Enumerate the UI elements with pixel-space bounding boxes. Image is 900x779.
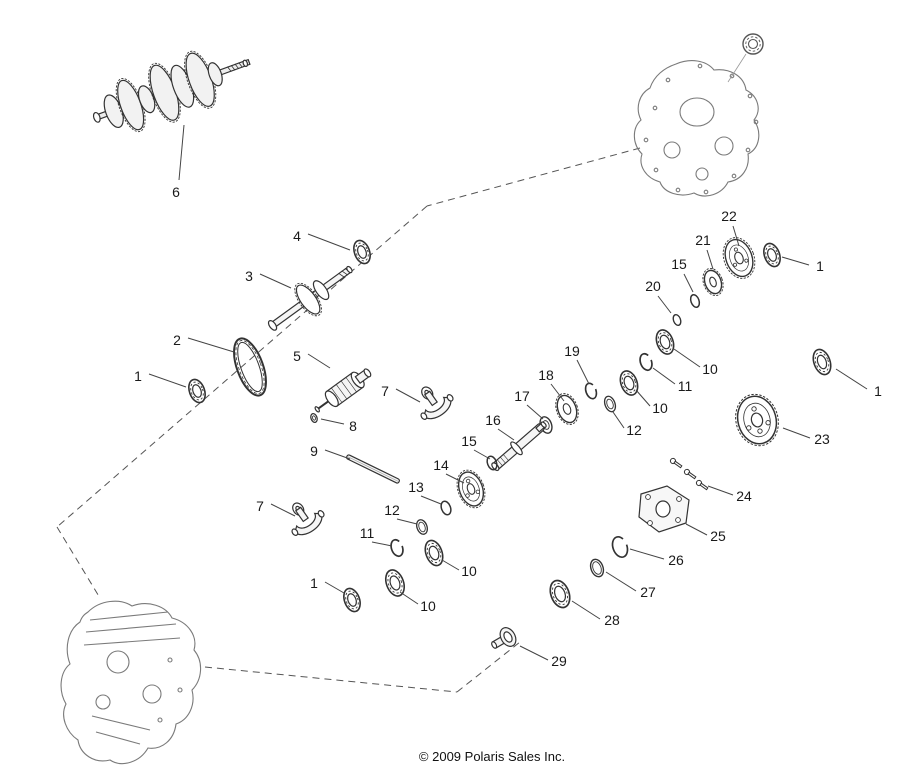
bearing-28 <box>549 579 571 609</box>
snap-ring-19 <box>584 382 598 400</box>
gear-18 <box>555 393 579 425</box>
ring-27 <box>589 558 605 578</box>
screws-24 <box>669 457 709 491</box>
leader-lines <box>148 124 868 661</box>
callout-8: 8 <box>349 418 357 434</box>
callout-14: 14 <box>433 457 449 473</box>
callout-12-mid: 12 <box>384 502 400 518</box>
cap-seal <box>742 33 764 55</box>
callout-19: 19 <box>564 343 580 359</box>
callout-15-right: 15 <box>671 256 687 272</box>
callout-5: 5 <box>293 348 301 364</box>
callout-1-top-right: 1 <box>816 258 824 274</box>
washer-8 <box>310 412 318 424</box>
callout-7-upper: 7 <box>381 383 389 399</box>
bearing-10-mid-b <box>384 569 406 597</box>
countershaft-gear-cluster <box>92 50 251 133</box>
callout-21: 21 <box>695 232 711 248</box>
callout-9: 9 <box>310 443 318 459</box>
callout-18: 18 <box>538 367 554 383</box>
drive-chain <box>233 337 267 397</box>
ring-12-right <box>603 395 617 413</box>
copyright-text: © 2009 Polaris Sales Inc. <box>419 749 565 764</box>
crankcase-engine <box>60 600 202 765</box>
callout-2: 2 <box>173 332 181 348</box>
gear-22 <box>722 237 756 279</box>
ring-12-mid <box>415 519 429 535</box>
snap-ring-26 <box>611 535 629 559</box>
callout-10-mid-a: 10 <box>461 563 477 579</box>
callout-11-right: 11 <box>678 378 693 394</box>
input-shaft <box>267 265 353 331</box>
construction-lines <box>56 147 641 693</box>
ring-20 <box>672 313 682 327</box>
callout-1-lower: 1 <box>310 575 318 591</box>
callout-6: 6 <box>172 184 180 200</box>
callout-29: 29 <box>551 653 567 669</box>
bearing-10-mid-a <box>424 539 444 567</box>
shift-rod-9 <box>346 454 400 484</box>
callout-27: 27 <box>640 584 656 600</box>
callout-22: 22 <box>721 208 737 224</box>
callout-23: 23 <box>814 431 830 447</box>
gear-21 <box>702 267 724 297</box>
callout-15-mid: 15 <box>461 433 477 449</box>
callout-20: 20 <box>645 278 661 294</box>
bearing-10-right-b <box>655 329 675 355</box>
callout-13: 13 <box>408 479 424 495</box>
mainshaft-16 <box>491 421 547 472</box>
callout-16: 16 <box>485 412 501 428</box>
callout-26: 26 <box>668 552 684 568</box>
callout-labels: 6 4 3 2 1 5 7 8 9 19 18 17 16 15 14 13 1… <box>134 184 882 669</box>
ring-15-mid <box>486 455 498 471</box>
bearing-4 <box>353 239 371 265</box>
callout-10-right-a: 10 <box>702 361 718 377</box>
shift-fork-upper <box>420 386 454 420</box>
output-gear-23 <box>735 393 779 447</box>
callout-4: 4 <box>293 228 301 244</box>
bearing-1-far-right <box>812 348 832 376</box>
snap-ring-11-right <box>639 352 653 372</box>
shift-fork-lower <box>291 502 325 536</box>
bearing-1-lower <box>343 587 361 613</box>
bearing-10-right-a <box>619 370 639 396</box>
callout-17: 17 <box>514 388 530 404</box>
callout-25: 25 <box>710 528 726 544</box>
bearing-1-left <box>188 378 206 404</box>
ring-15-right <box>689 293 701 309</box>
callout-10-right-b: 10 <box>652 400 668 416</box>
retainer-bracket-25 <box>638 485 690 533</box>
callout-1-left: 1 <box>134 368 142 384</box>
callout-24: 24 <box>736 488 752 504</box>
ring-13 <box>440 500 452 516</box>
callout-3: 3 <box>245 268 253 284</box>
callout-28: 28 <box>604 612 620 628</box>
bearing-1-top-right <box>763 242 781 268</box>
callout-12-right: 12 <box>626 422 642 438</box>
callout-7-lower: 7 <box>256 498 264 514</box>
callout-10-mid-b: 10 <box>420 598 436 614</box>
snap-ring-11-mid <box>390 538 404 558</box>
gear-14 <box>456 469 486 509</box>
callout-11-mid: 11 <box>360 525 375 541</box>
shift-drum <box>314 368 372 413</box>
callout-1-far-right: 1 <box>874 383 882 399</box>
drain-plug-29 <box>491 627 517 649</box>
gearcase-cover-housing <box>633 53 760 197</box>
